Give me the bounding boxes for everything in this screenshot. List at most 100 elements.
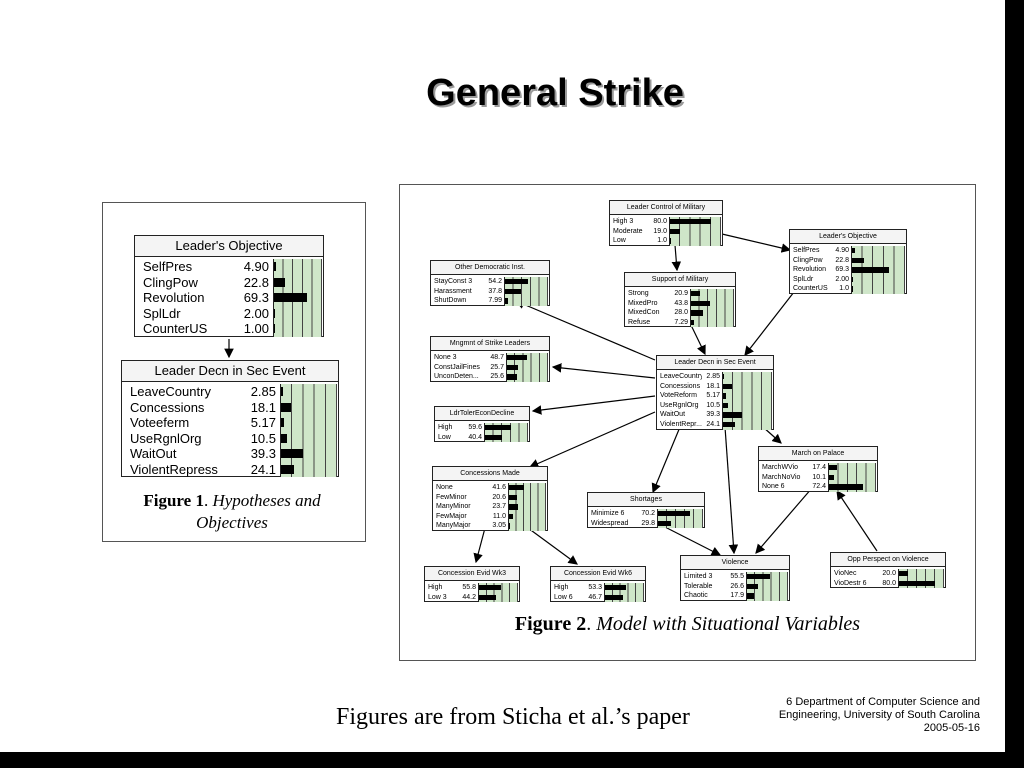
state-value: 28.0 — [674, 309, 688, 317]
probability-bar — [508, 492, 546, 503]
state-label: ClingPow — [143, 274, 198, 290]
state-label: VoteReform — [660, 392, 697, 400]
state-value: 48.7 — [490, 354, 504, 361]
state-label: Concessions — [660, 382, 701, 390]
probability-bar — [690, 289, 734, 299]
state-label: SplLdr — [143, 305, 181, 321]
probability-bar — [273, 290, 322, 306]
state-value: 54.2 — [488, 278, 502, 285]
state-value: 19.0 — [653, 227, 667, 235]
probability-bar — [273, 259, 322, 275]
state-value: 70.2 — [641, 510, 655, 517]
state-value: 5.17 — [250, 415, 276, 430]
state-value: 80.0 — [882, 579, 896, 587]
probability-bar — [898, 578, 944, 589]
state-row-mixedpro: MixedPro 43.8 — [625, 298, 735, 309]
figure-2-caption: Figure 2. Model with Situational Variabl… — [514, 613, 861, 635]
arrow-control-to-objective — [721, 233, 792, 253]
probability-bar — [828, 463, 876, 473]
state-label: Limited 3 — [684, 573, 713, 580]
footer-line-1: 6 Department of Computer Science and — [786, 696, 980, 708]
slide-bottom-border — [0, 752, 1024, 768]
arrow-concessions-to-evid-wk3 — [473, 527, 486, 564]
arrow-objective-to-decision — [744, 291, 795, 356]
probability-bar — [280, 446, 337, 462]
state-value: 7.29 — [674, 318, 688, 326]
probability-bar — [851, 284, 905, 294]
probability-bar-fill — [829, 474, 834, 481]
state-label: FewMinor — [436, 493, 467, 501]
state-value: 1.00 — [243, 321, 269, 336]
probability-bar-fill — [505, 298, 509, 304]
probability-bar — [657, 518, 703, 529]
probability-bar — [851, 255, 905, 266]
state-label: SelfPres — [793, 247, 820, 254]
probability-bar — [722, 391, 772, 401]
probability-bar-fill — [509, 513, 514, 520]
probability-bar — [604, 583, 644, 593]
probability-bar-fill — [274, 262, 277, 272]
probability-bar-fill — [723, 393, 726, 399]
probability-bar — [478, 592, 518, 603]
probability-bar-fill — [281, 464, 295, 474]
probability-bar-fill — [274, 324, 275, 334]
state-label: Concessions — [130, 399, 205, 415]
state-value: 4.90 — [243, 259, 269, 274]
probability-bar-fill — [281, 433, 287, 443]
probability-bar-fill — [281, 402, 292, 412]
state-label: CounterUS — [793, 285, 828, 293]
state-value: 43.8 — [674, 299, 688, 307]
probability-bar — [478, 583, 518, 593]
probability-bar-fill — [723, 412, 743, 418]
state-value: 24.1 — [706, 420, 720, 428]
probability-bar — [280, 430, 337, 446]
state-label: ConstJailFines — [434, 363, 480, 371]
state-value: 2.85 — [706, 373, 720, 380]
state-label: None — [436, 484, 453, 491]
state-label: High 3 — [613, 218, 634, 225]
state-value: 4.90 — [835, 247, 849, 254]
state-value: 7.99 — [488, 297, 502, 305]
state-value: 23.7 — [492, 503, 506, 511]
probability-bar — [508, 502, 546, 512]
state-value: 18.1 — [250, 399, 276, 415]
state-label: MixedPro — [628, 299, 658, 307]
state-label: CounterUS — [143, 321, 208, 336]
node-title: Opp Perspect on Violence — [831, 553, 945, 567]
state-label: Moderate — [613, 227, 643, 235]
state-value: 17.9 — [730, 592, 744, 600]
state-label: High — [438, 424, 453, 431]
node-title: Leader Decn in Sec Event — [122, 361, 338, 382]
probability-bar — [690, 317, 734, 328]
probability-bar-fill — [747, 574, 770, 580]
state-row-concessions: Concessions 18.1 — [122, 399, 338, 415]
probability-bar — [690, 298, 734, 309]
arrow-march-to-violence — [755, 487, 813, 554]
probability-bar — [504, 286, 548, 297]
state-value: 69.3 — [243, 290, 269, 305]
probability-bar — [722, 372, 772, 382]
probability-bar-fill — [852, 248, 855, 254]
state-label: ViolentRepress — [130, 461, 218, 477]
